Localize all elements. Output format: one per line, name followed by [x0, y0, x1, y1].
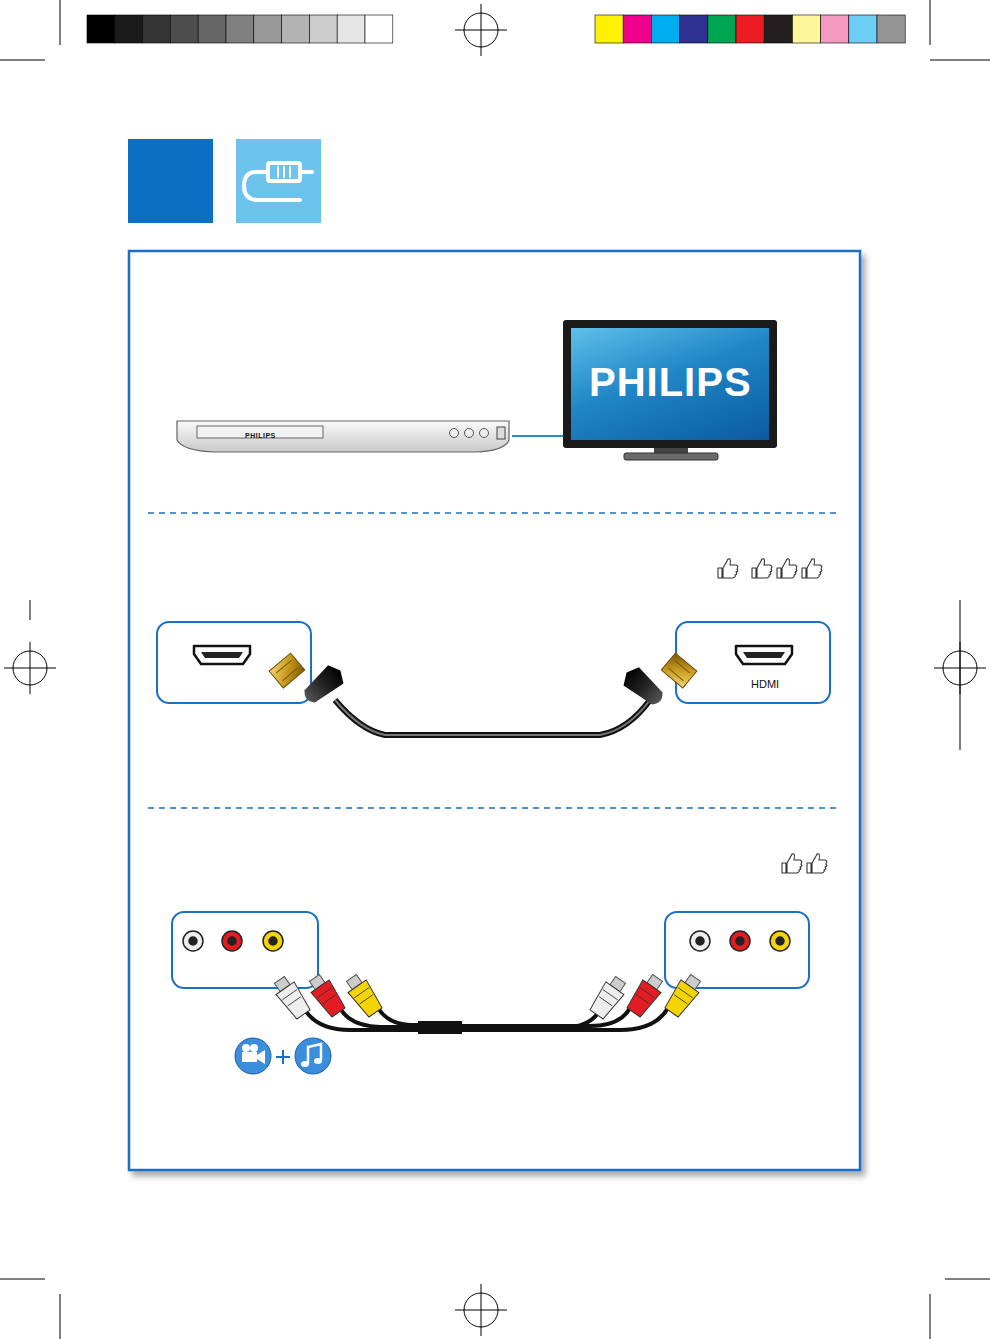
player-hdmi-panel	[157, 622, 311, 703]
rca-plug	[270, 974, 312, 1021]
color-patch	[736, 15, 764, 43]
color-patch	[623, 15, 651, 43]
rca-jacks	[183, 931, 790, 951]
brand-logo: PHILIPS	[245, 432, 276, 439]
color-patch	[651, 15, 679, 43]
color-patch	[680, 15, 708, 43]
gray-patch	[87, 15, 115, 43]
video-audio-icons	[235, 1038, 331, 1074]
main-panel	[129, 251, 860, 1170]
connection-line	[512, 435, 563, 437]
tv-set: PHILIPS	[563, 320, 777, 448]
rca-plug	[588, 974, 630, 1021]
gray-patch	[198, 15, 226, 43]
cable-icon	[244, 163, 312, 200]
chapter-square	[128, 139, 213, 223]
hdmi-port	[736, 646, 792, 664]
gray-patch	[282, 15, 310, 43]
connect-icon-square	[236, 139, 321, 223]
color-patch	[849, 15, 877, 43]
color-patch	[877, 15, 905, 43]
tv-stand	[624, 446, 718, 460]
rca-plugs	[270, 972, 704, 1021]
color-patch	[821, 15, 849, 43]
gray-patch	[309, 15, 337, 43]
color-patch	[595, 15, 623, 43]
gray-patch	[365, 15, 393, 43]
color-patch	[764, 15, 792, 43]
tv-hdmi-port-panel: HDMI	[676, 622, 830, 703]
gray-patch	[226, 15, 254, 43]
color-patch	[708, 15, 736, 43]
tv-av-panel	[665, 912, 809, 988]
brand-logo: PHILIPS	[589, 360, 752, 405]
gray-patch	[115, 15, 143, 43]
dvd-player: PHILIPS	[175, 418, 512, 454]
rca-plug	[663, 972, 705, 1019]
divider	[148, 512, 838, 514]
dvd-body	[175, 418, 512, 454]
hdmi-port	[194, 646, 250, 664]
av-cable	[305, 1008, 668, 1032]
gray-patch	[254, 15, 282, 43]
gray-patch	[170, 15, 198, 43]
player-av-panel	[172, 912, 318, 988]
tv-hdmi-panel-frame	[676, 622, 830, 703]
port-label: HDMI	[751, 678, 779, 690]
rating-thumbs	[718, 559, 827, 873]
rca-plug	[305, 972, 347, 1019]
divider	[148, 807, 838, 809]
color-patch	[792, 15, 820, 43]
rca-plug	[342, 972, 384, 1019]
rca-plug	[625, 972, 667, 1019]
hdmi-cable	[269, 653, 697, 735]
gray-patch	[337, 15, 365, 43]
gray-patch	[143, 15, 171, 43]
